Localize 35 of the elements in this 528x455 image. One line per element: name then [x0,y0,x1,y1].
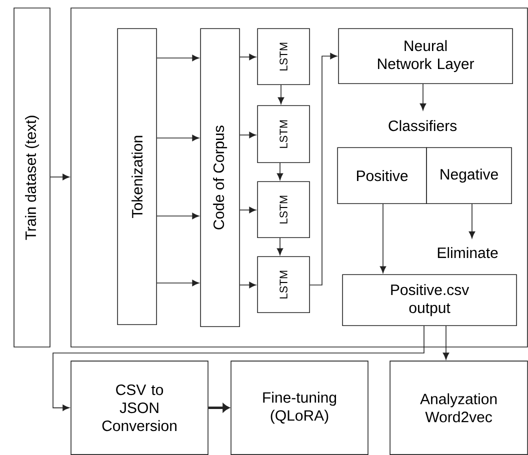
arrow [276,238,284,256]
arrow [156,212,200,220]
arrow [156,280,200,286]
arrow [420,84,426,110]
arrow [156,134,200,142]
process-box: Fine-tuning (QLoRA) [230,360,368,455]
lstm-box: LSTM [257,181,310,238]
arrow [442,326,450,360]
result-label: Eliminate [438,247,498,258]
output-box: Positive.csv output [342,274,517,326]
arrow [240,206,256,214]
lstm-box: LSTM [257,105,310,163]
dataset-box: Train dataset (text) [14,8,50,348]
lstm-box: LSTM [257,256,310,313]
arrow [310,52,338,286]
tokenization-box: Tokenization [117,28,157,325]
arrow [240,54,256,60]
arrow [52,326,424,411]
classifier-label: Classifiers [388,120,457,132]
arrow [156,54,200,62]
lstm-box: LSTM [257,28,310,85]
class-box: Positive [337,147,427,204]
layer-box: Neural Network Layer [338,28,513,84]
process-box: Analyzation Word2vec [390,360,528,455]
arrow [240,132,256,138]
process-box: CSV to JSON Conversion [70,360,208,455]
arrow [380,204,386,274]
corpus-box: Code of Corpus [200,28,240,327]
class-box: Negative [426,147,512,204]
arrow [208,404,230,412]
arrow [468,204,476,238]
arrow [240,282,256,288]
arrow [50,174,70,180]
arrow [278,84,284,104]
arrow [276,162,284,180]
